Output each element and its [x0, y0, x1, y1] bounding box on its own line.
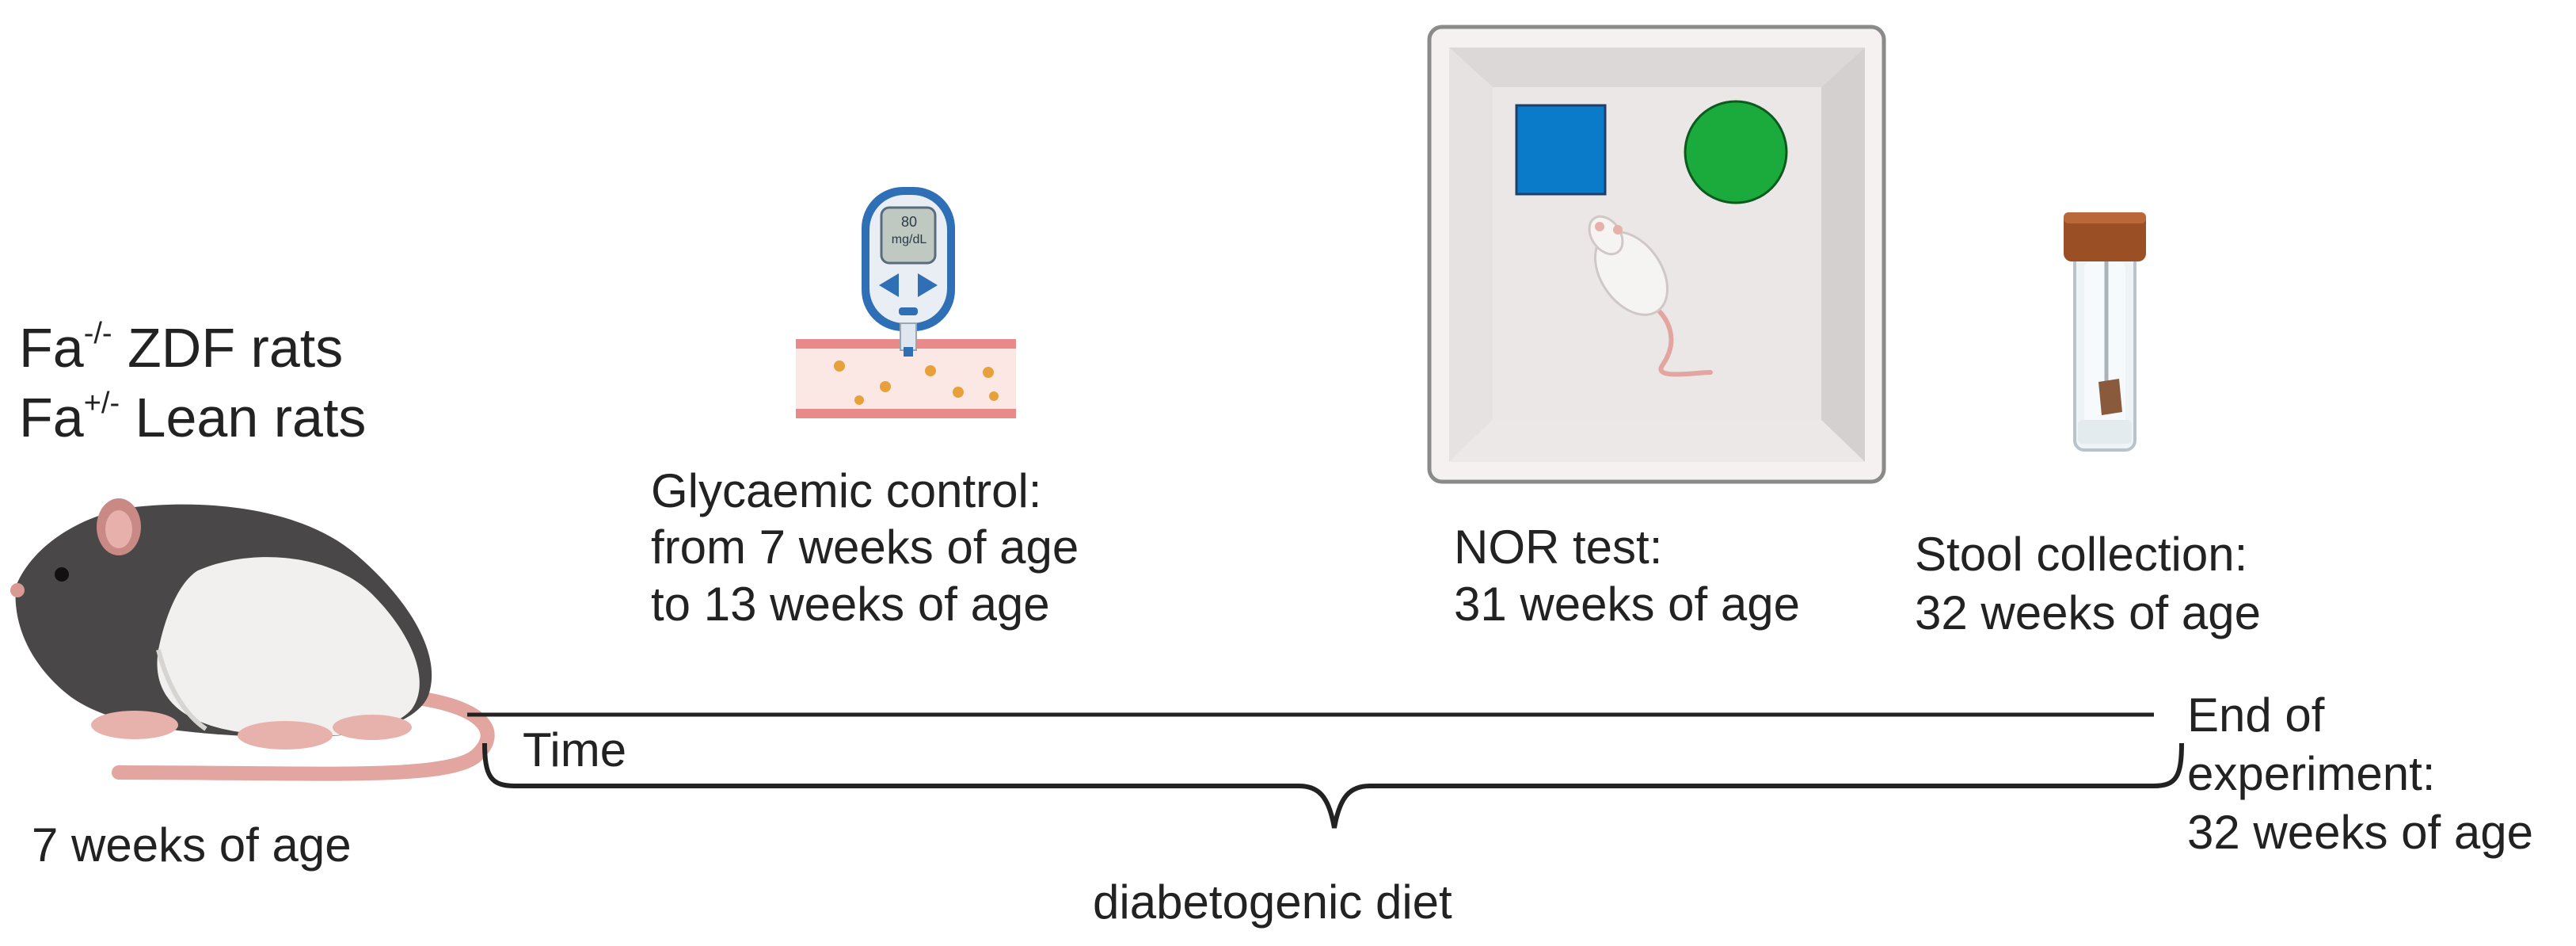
end-line-3: 32 weeks of age — [2187, 806, 2533, 859]
end-line-1: End of — [2187, 689, 2325, 742]
end-line-2: experiment: — [2187, 747, 2436, 800]
square-object — [1515, 104, 1607, 196]
meter-unit: mg/dL — [891, 233, 927, 246]
glycaemic-line-3: to 13 weeks of age — [651, 578, 1050, 631]
nor-line-1: NOR test: — [1454, 521, 1663, 574]
start-age-label: 7 weeks of age — [32, 818, 352, 872]
glucometer-illustration — [796, 187, 1016, 418]
meter-value: 80 — [900, 214, 918, 230]
group-lean: Fa+/- Lean rats — [19, 386, 367, 448]
rat-illustration — [10, 498, 495, 781]
diet-label: diabetogenic diet — [1093, 875, 1452, 929]
nor-arena-illustration — [1427, 25, 1886, 484]
timeline — [467, 712, 2184, 829]
stool-line-1: Stool collection: — [1915, 528, 2248, 581]
glycaemic-line-2: from 7 weeks of age — [651, 521, 1079, 574]
time-label: Time — [523, 723, 627, 776]
stool-line-2: 32 weeks of age — [1915, 586, 2261, 639]
group-zdf: Fa-/- ZDF rats — [19, 316, 344, 379]
circle-object — [1684, 100, 1788, 204]
nor-line-2: 31 weeks of age — [1454, 578, 1800, 631]
glycaemic-line-1: Glycaemic control: — [651, 464, 1042, 517]
diet-brace — [482, 742, 2184, 829]
stool-tube-illustration — [2064, 212, 2146, 452]
